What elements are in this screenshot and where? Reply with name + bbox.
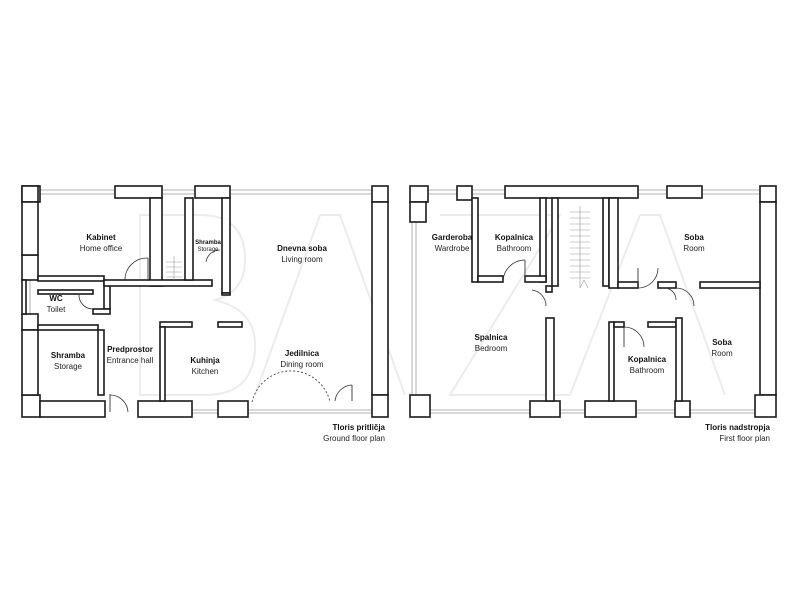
svg-text:Soba: Soba xyxy=(684,233,704,242)
svg-text:Tloris pritličja: Tloris pritličja xyxy=(333,423,386,432)
svg-text:Tloris nadstropja: Tloris nadstropja xyxy=(705,423,770,432)
room-soba-lower: Soba Room xyxy=(711,338,733,358)
svg-text:Bathroom: Bathroom xyxy=(630,366,665,375)
svg-text:Shramba: Shramba xyxy=(195,240,221,246)
svg-text:First floor plan: First floor plan xyxy=(719,434,770,443)
svg-text:Bathroom: Bathroom xyxy=(497,244,532,253)
svg-text:Shramba: Shramba xyxy=(51,351,86,360)
svg-text:Bedroom: Bedroom xyxy=(475,344,508,353)
first-floor-caption: Tloris nadstropja First floor plan xyxy=(705,423,770,443)
ground-floor-plan: Kabinet Home office Shramba Storage Dnev… xyxy=(21,185,389,443)
svg-text:Home office: Home office xyxy=(80,244,123,253)
first-floor-plan: Garderoba Wardrobe Kopalnica Bathroom So… xyxy=(409,185,777,443)
svg-text:Kuhinja: Kuhinja xyxy=(190,356,220,365)
svg-text:Kopalnica: Kopalnica xyxy=(495,233,534,242)
room-kopalnica-upper: Kopalnica Bathroom xyxy=(495,233,534,253)
svg-text:Dining room: Dining room xyxy=(280,360,323,369)
svg-text:Room: Room xyxy=(711,349,733,358)
svg-text:Storage: Storage xyxy=(197,247,219,253)
ground-floor-walls xyxy=(21,185,389,418)
room-kuhinja: Kuhinja Kitchen xyxy=(190,356,220,376)
ground-floor-doors xyxy=(78,249,353,413)
room-soba-upper: Soba Room xyxy=(683,233,705,253)
svg-text:Living room: Living room xyxy=(281,255,323,264)
svg-text:Storage: Storage xyxy=(54,362,83,371)
room-dnevna-soba: Dnevna soba Living room xyxy=(277,244,327,264)
room-jedilnica: Jedilnica Dining room xyxy=(280,349,323,369)
room-shramba-lower: Shramba Storage xyxy=(51,351,86,371)
room-kopalnica-lower: Kopalnica Bathroom xyxy=(628,355,667,375)
svg-text:Garderoba: Garderoba xyxy=(432,233,473,242)
room-wc: WC Toilet xyxy=(47,294,66,314)
ground-floor-stairs xyxy=(166,256,182,280)
first-floor-walls xyxy=(409,185,777,418)
first-floor-stairs xyxy=(570,206,590,289)
room-predprostor: Predprostor Entrance hall xyxy=(107,345,154,365)
ground-floor-windows xyxy=(25,189,383,414)
svg-text:Dnevna soba: Dnevna soba xyxy=(277,244,327,253)
room-spalnica: Spalnica Bedroom xyxy=(475,333,508,353)
svg-text:Jedilnica: Jedilnica xyxy=(285,349,320,358)
svg-text:Soba: Soba xyxy=(712,338,732,347)
svg-text:Kitchen: Kitchen xyxy=(192,367,219,376)
svg-text:Toilet: Toilet xyxy=(47,305,66,314)
room-shramba-upper: Shramba Storage xyxy=(195,240,221,253)
svg-text:Kabinet: Kabinet xyxy=(86,233,116,242)
first-floor-room-labels: Garderoba Wardrobe Kopalnica Bathroom So… xyxy=(432,233,733,375)
svg-text:Room: Room xyxy=(683,244,705,253)
first-floor-doors xyxy=(502,259,695,348)
svg-text:Spalnica: Spalnica xyxy=(475,333,508,342)
svg-text:WC: WC xyxy=(49,294,63,303)
room-garderoba: Garderoba Wardrobe xyxy=(432,233,473,253)
svg-text:Kopalnica: Kopalnica xyxy=(628,355,667,364)
svg-text:Entrance hall: Entrance hall xyxy=(107,356,154,365)
svg-text:Ground floor plan: Ground floor plan xyxy=(323,434,385,443)
svg-text:Wardrobe: Wardrobe xyxy=(435,244,470,253)
ground-floor-room-labels: Kabinet Home office Shramba Storage Dnev… xyxy=(47,233,328,376)
svg-text:Predprostor: Predprostor xyxy=(107,345,153,354)
room-kabinet: Kabinet Home office xyxy=(80,233,123,253)
ground-floor-caption: Tloris pritličja Ground floor plan xyxy=(323,423,385,443)
